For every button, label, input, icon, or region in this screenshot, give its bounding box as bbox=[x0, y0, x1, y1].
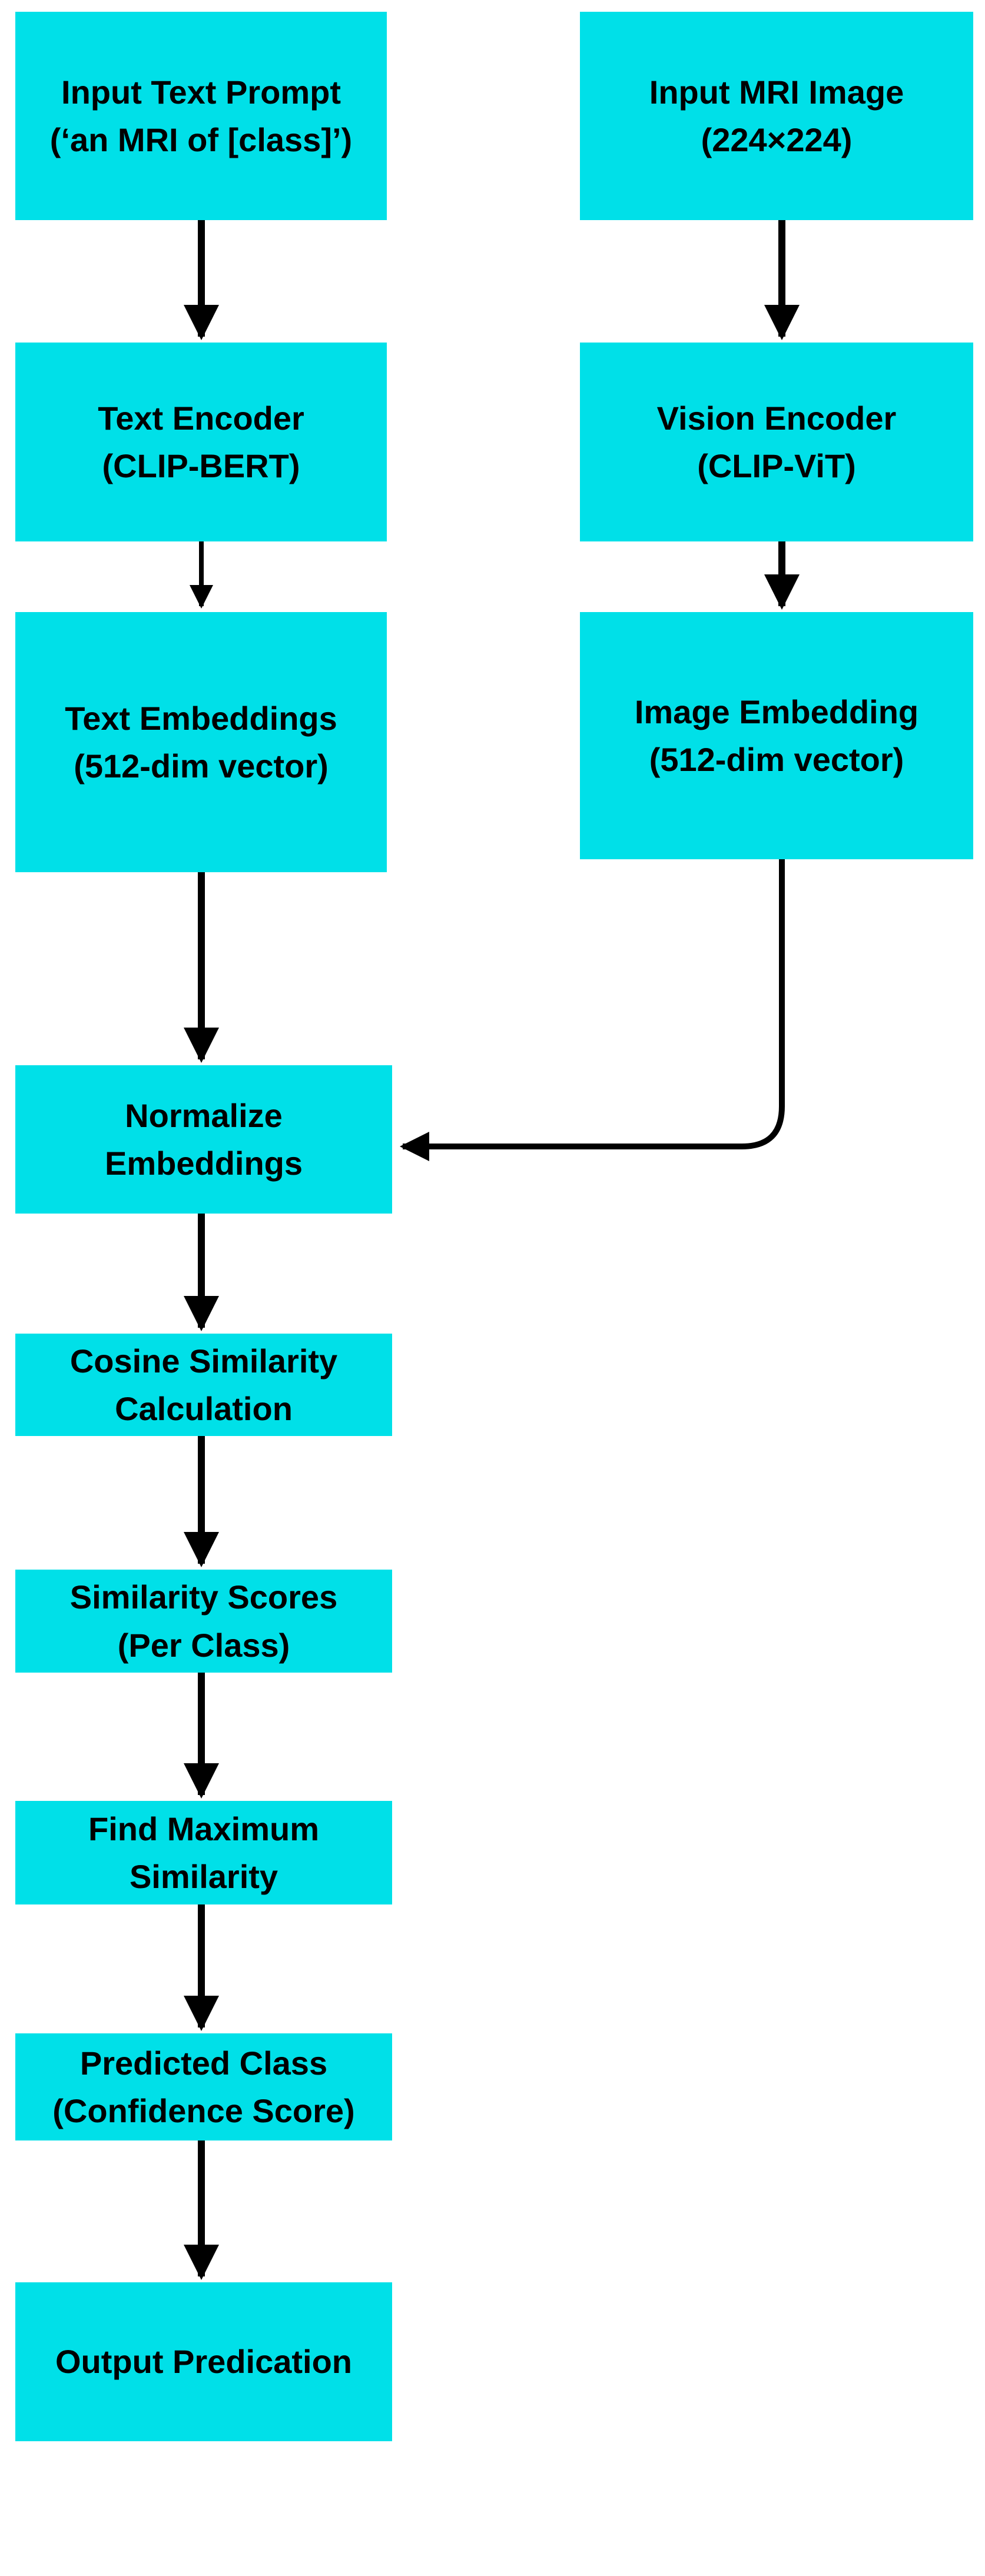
node-input-mri-image-line2: (224×224) bbox=[701, 121, 853, 158]
node-cosine-similarity: Cosine Similarity Calculation bbox=[15, 1334, 392, 1436]
node-find-maximum-line2: Similarity bbox=[129, 1858, 278, 1895]
node-find-maximum-line1: Find Maximum bbox=[88, 1810, 320, 1847]
node-cosine-similarity-line2: Calculation bbox=[115, 1390, 293, 1427]
node-image-embedding: Image Embedding (512-dim vector) bbox=[580, 612, 973, 859]
node-vision-encoder-line2: (CLIP-ViT) bbox=[697, 447, 856, 484]
node-cosine-similarity-line1: Cosine Similarity bbox=[69, 1342, 338, 1380]
node-output-predication: Output Predication bbox=[15, 2282, 392, 2441]
node-text-embeddings-line1: Text Embeddings bbox=[65, 699, 337, 737]
node-output-predication-line1: Output Predication bbox=[55, 2343, 352, 2381]
node-find-maximum: Find Maximum Similarity bbox=[15, 1801, 392, 1904]
node-text-encoder-line1: Text Encoder bbox=[98, 399, 304, 437]
node-text-embeddings: Text Embeddings (512-dim vector) bbox=[15, 612, 387, 872]
node-input-text-prompt: Input Text Prompt (‘an MRI of [class]’) bbox=[15, 12, 387, 220]
node-similarity-scores: Similarity Scores (Per Class) bbox=[15, 1570, 392, 1673]
node-input-text-prompt-line1: Input Text Prompt bbox=[61, 73, 341, 111]
node-normalize-embeddings-line1: Normalize bbox=[125, 1096, 283, 1134]
node-text-encoder-line2: (CLIP-BERT) bbox=[102, 447, 300, 484]
node-normalize-embeddings-line2: Embeddings bbox=[104, 1145, 303, 1182]
edge-image-embedding-to-normalize bbox=[400, 859, 785, 1161]
node-predicted-class-line2: (Confidence Score) bbox=[52, 2092, 355, 2129]
node-normalize-embeddings: Normalize Embeddings bbox=[15, 1065, 392, 1214]
node-predicted-class: Predicted Class (Confidence Score) bbox=[15, 2033, 392, 2140]
node-vision-encoder-line1: Vision Encoder bbox=[656, 399, 897, 437]
node-input-text-prompt-line2: (‘an MRI of [class]’) bbox=[49, 121, 353, 158]
node-vision-encoder: Vision Encoder (CLIP-ViT) bbox=[580, 343, 973, 541]
node-similarity-scores-line1: Similarity Scores bbox=[69, 1578, 338, 1616]
node-input-mri-image: Input MRI Image (224×224) bbox=[580, 12, 973, 220]
node-image-embedding-line2: (512-dim vector) bbox=[649, 741, 904, 778]
node-text-embeddings-line2: (512-dim vector) bbox=[74, 747, 329, 785]
node-predicted-class-line1: Predicted Class bbox=[79, 2044, 328, 2082]
node-text-encoder: Text Encoder (CLIP-BERT) bbox=[15, 343, 387, 541]
node-input-mri-image-line1: Input MRI Image bbox=[649, 73, 904, 111]
node-image-embedding-line1: Image Embedding bbox=[634, 693, 919, 730]
node-similarity-scores-line2: (Per Class) bbox=[117, 1626, 290, 1664]
